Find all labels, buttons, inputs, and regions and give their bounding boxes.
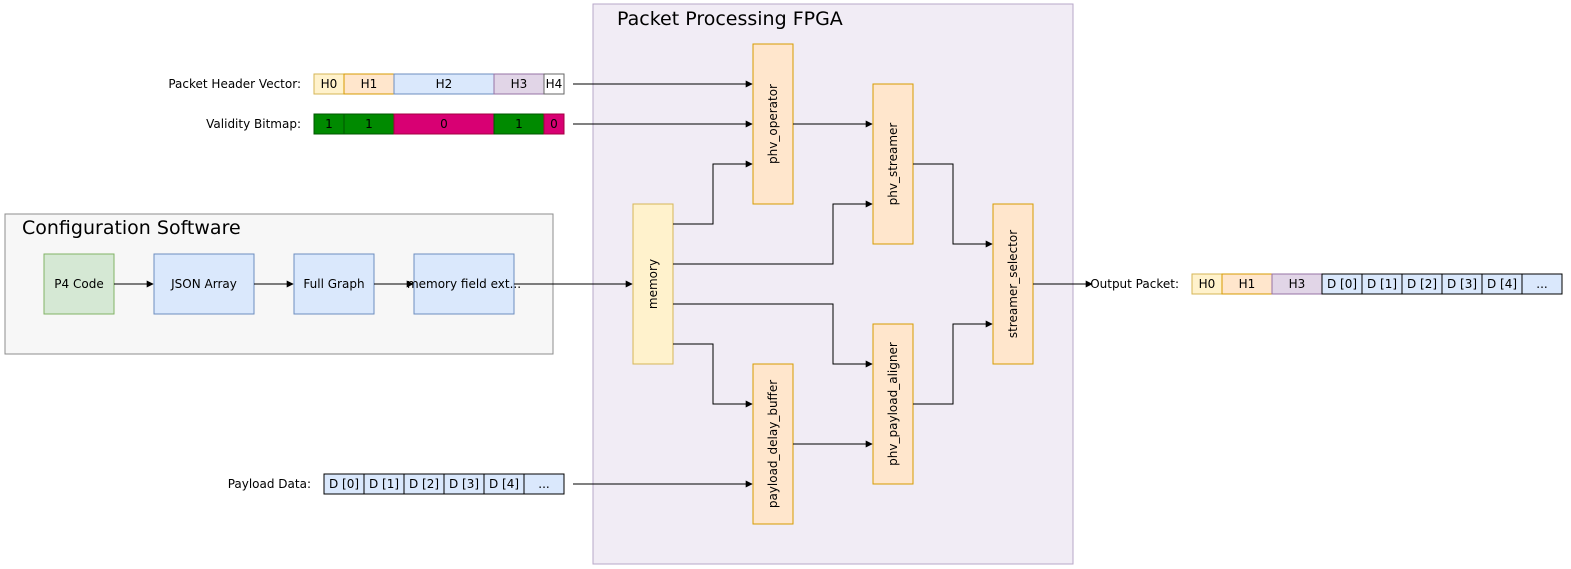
full-graph-label: Full Graph — [303, 277, 364, 291]
output-cell-label: D [0] — [1327, 277, 1357, 291]
edge-memory-to-delay-buffer — [673, 343, 753, 408]
phv-payload-aligner-module[interactable]: phv_payload_aligner — [872, 323, 914, 485]
payload-label: Payload Data: — [228, 477, 311, 491]
payload-cell — [523, 473, 565, 495]
full-graph-node[interactable]: Full Graph — [293, 253, 375, 315]
memory-field-node[interactable]: memory field ext... — [407, 253, 521, 315]
edge-memory-to-streamer — [673, 200, 873, 265]
output-cell-label: D [1] — [1367, 277, 1397, 291]
output-cell-label: D [3] — [1447, 277, 1477, 291]
payload-cell-label: D [3] — [449, 477, 479, 491]
memory-field-label: memory field ext... — [407, 277, 521, 291]
payload-cell-array: D [0] D [1] D [2] D [3] D [4]... — [323, 473, 565, 495]
output-cell-label: ... — [1536, 277, 1547, 291]
phv-cell-array: H0 H1 H2 H3 H4 — [313, 73, 565, 95]
phv-cell-label: H3 — [511, 77, 528, 91]
output-cell-array: H0 H1 H3 D [0] D [1] D [2] D [3] D [4]... — [1191, 273, 1563, 295]
payload-cell-label: D [1] — [369, 477, 399, 491]
phv-cell — [543, 73, 565, 95]
phv-cell-label: H0 — [321, 77, 338, 91]
output-cell-label: D [4] — [1487, 277, 1517, 291]
phv-streamer-module[interactable]: phv_streamer — [872, 83, 914, 245]
connectors — [114, 80, 1093, 488]
json-array-label: JSON Array — [170, 277, 237, 291]
validity-cell — [543, 113, 565, 135]
validity-cell-array: 1 1 0 1 0 — [313, 113, 565, 135]
payload-cell-label: D [2] — [409, 477, 439, 491]
config-title: Configuration Software — [22, 217, 241, 239]
validity-cell-label: 0 — [550, 117, 558, 131]
output-cell-label: H0 — [1199, 277, 1216, 291]
p4-code-label: P4 Code — [54, 277, 103, 291]
payload-cell-label: D [0] — [329, 477, 359, 491]
output-cell-label: H3 — [1289, 277, 1306, 291]
phv-cell-label: H1 — [361, 77, 378, 91]
payload-cell-label: D [4] — [489, 477, 519, 491]
fpga-title: Packet Processing FPGA — [617, 8, 843, 30]
validity-label: Validity Bitmap: — [206, 117, 301, 131]
json-array-node[interactable]: JSON Array — [153, 253, 255, 315]
phv-payload-aligner-label: phv_payload_aligner — [886, 342, 900, 466]
streamer-selector-module[interactable]: streamer_selector — [992, 203, 1034, 365]
validity-cell-label: 1 — [365, 117, 373, 131]
payload-delay-buffer-module[interactable]: payload_delay_buffer — [752, 363, 794, 525]
memory-module[interactable]: memory — [632, 203, 674, 365]
phv-streamer-label: phv_streamer — [886, 123, 900, 206]
edge-aligner-to-selector — [913, 320, 993, 405]
phv-cell-label: H2 — [436, 77, 453, 91]
p4-code-node[interactable]: P4 Code — [43, 253, 115, 315]
output-label: Output Packet: — [1090, 277, 1179, 291]
output-cell-label: H1 — [1239, 277, 1256, 291]
phv-cell-label: H4 — [546, 77, 563, 91]
config-software-container: Configuration Software P4 Code JSON Arra… — [4, 213, 554, 355]
phv-operator-module[interactable]: phv_operator — [752, 43, 794, 205]
streamer-selector-label: streamer_selector — [1006, 230, 1020, 338]
validity-cell-label: 1 — [325, 117, 333, 131]
phv-label: Packet Header Vector: — [168, 77, 301, 91]
payload-delay-buffer-label: payload_delay_buffer — [766, 380, 780, 508]
edge-streamer-to-selector — [913, 163, 993, 248]
memory-module-label: memory — [646, 259, 660, 309]
validity-cell-label: 1 — [515, 117, 523, 131]
validity-cell-label: 0 — [440, 117, 448, 131]
output-cell-label: D [2] — [1407, 277, 1437, 291]
output-cell — [1521, 273, 1563, 295]
phv-operator-label: phv_operator — [766, 84, 780, 164]
edge-memory-to-aligner — [673, 303, 873, 368]
edge-memory-to-operator — [673, 160, 753, 225]
payload-cell-label: ... — [538, 477, 549, 491]
